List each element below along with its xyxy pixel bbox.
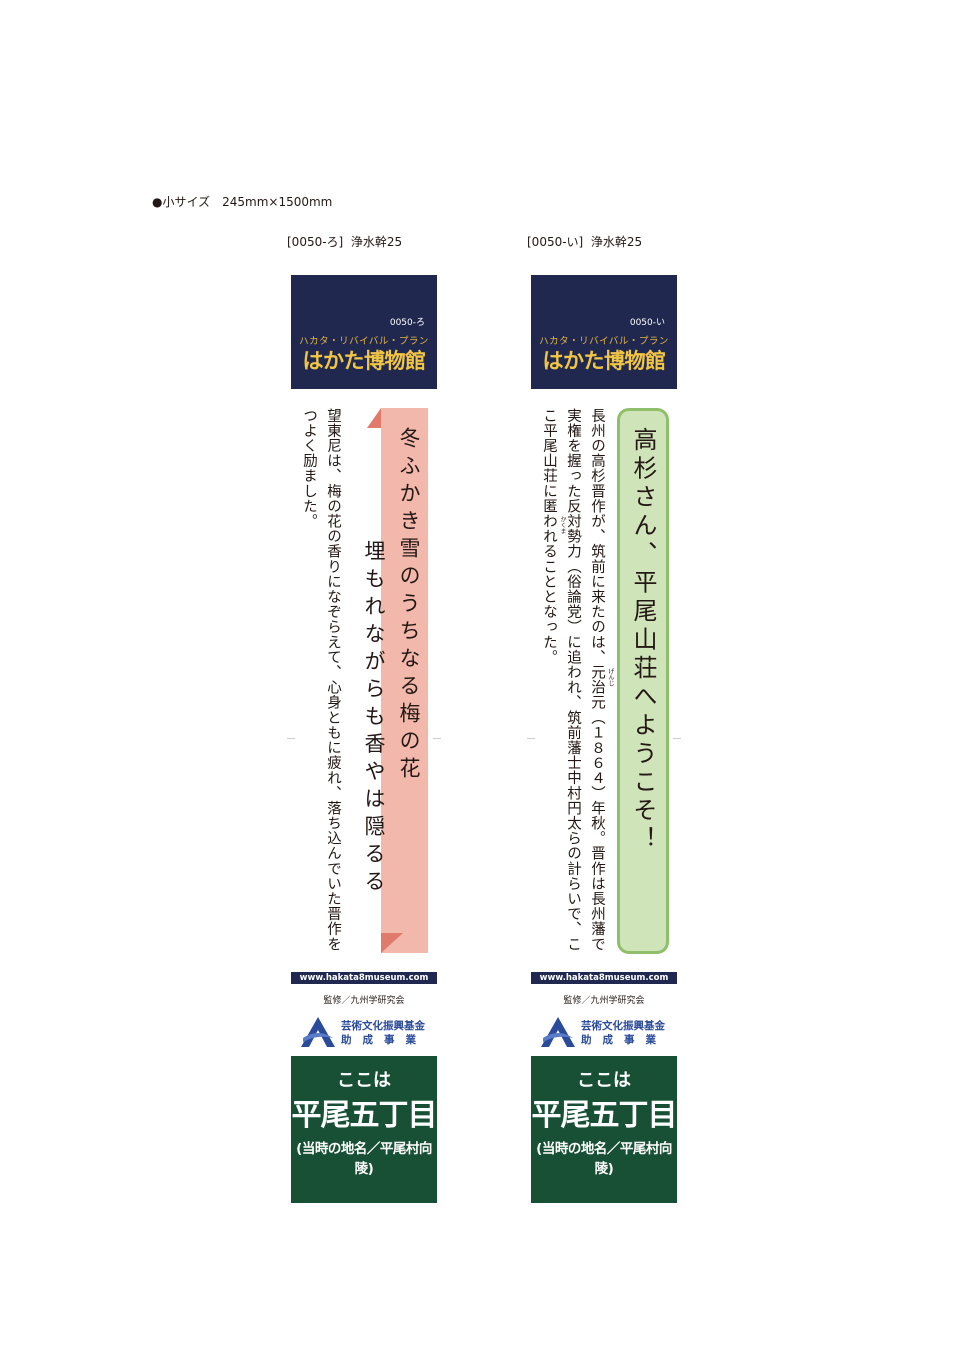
footer-intro: ここは [337,1070,391,1091]
supervision-credit: 監修／九州学研究会 [563,996,645,1006]
footer-place-name: 平尾五丁目 [291,1098,438,1133]
supervision-credit: 監修／九州学研究会 [323,996,405,1006]
banner-description: 望東尼は、梅の花の香りになぞらえて、心身ともに疲れ、落ち込んでいた晋作をつよく励… [301,408,341,952]
arts-fund-logo-icon [301,1017,335,1047]
header-code: 0050-ろ [389,318,425,328]
header-subtitle: ハカタ・リバイバル・プラン [539,336,669,347]
website-url: www.hakata8museum.com [531,972,677,984]
banner-code-label-ro: [0050-ろ] 浄水幹25 [287,235,403,249]
grant-type: 助成事業 [341,1034,427,1046]
grant-type: 助成事業 [581,1034,667,1046]
ruby-genji: げんじ [607,668,614,686]
poem-line-2: 埋もれながらも香やは隠るる [362,540,386,898]
ruby-kakuma: かくま [559,516,566,534]
banner-ro: 0050-ろ ハカタ・リバイバル・プラン はかた博物館 冬ふかき雪のうちなる梅の… [291,275,438,1203]
footer-historical-name: (当時の地名／平尾村向陵) [536,1141,672,1177]
welcome-title: 高杉さん、平尾山荘へようこそ！ [629,427,657,855]
banner-description: 長州の高杉晋作が、筑前に来たのは、元治元（１８６４）年秋。晋作は長州藩で実権を握… [541,408,605,952]
banner-header: 0050-い ハカタ・リバイバル・プラン はかた博物館 [531,275,677,389]
crop-mark [287,738,295,739]
welcome-title-box: 高杉さん、平尾山荘へようこそ！ [617,408,669,954]
crop-mark [673,738,681,739]
arts-fund-logo-icon [541,1017,575,1047]
location-footer: ここは 平尾五丁目 (当時の地名／平尾村向陵) [291,1056,438,1203]
footer-place-name: 平尾五丁目 [531,1098,678,1133]
header-subtitle: ハカタ・リバイバル・プラン [299,336,429,347]
poem-line-1: 冬ふかき雪のうちなる梅の花 [397,427,421,785]
footer-intro: ここは [577,1070,631,1091]
banner-code-label-i: [0050-い] 浄水幹25 [527,235,643,249]
banner-i: 0050-い ハカタ・リバイバル・プラン はかた博物館 高杉さん、平尾山荘へよう… [531,275,678,1203]
grant-name: 芸術文化振興基金 [341,1020,425,1032]
crop-mark [527,738,535,739]
size-label: ●小サイズ 245mm×1500mm [152,195,333,209]
location-footer: ここは 平尾五丁目 (当時の地名／平尾村向陵) [531,1056,678,1203]
footer-historical-name: (当時の地名／平尾村向陵) [296,1141,432,1177]
website-url: www.hakata8museum.com [291,972,437,984]
museum-name: はかた博物館 [302,348,427,373]
grant-name: 芸術文化振興基金 [581,1020,665,1032]
banner-header: 0050-ろ ハカタ・リバイバル・プラン はかた博物館 [291,275,437,389]
header-code: 0050-い [629,318,665,328]
museum-name: はかた博物館 [542,348,667,373]
crop-mark [433,738,441,739]
poem-ribbon-background [367,408,428,953]
